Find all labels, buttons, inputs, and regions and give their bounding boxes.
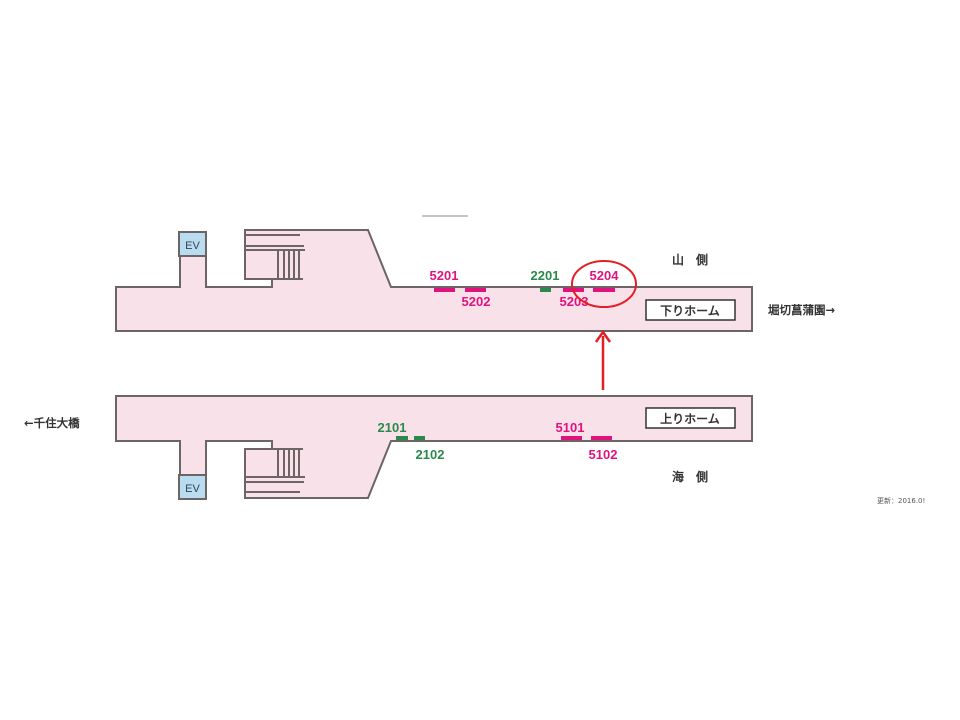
platform-name-box-bottom bbox=[645, 407, 736, 429]
car-marker-2101 bbox=[396, 436, 408, 440]
car-label-5204: 5204 bbox=[590, 268, 620, 283]
car-label-2201: 2201 bbox=[531, 268, 560, 283]
updated-label: 更新：2016.0! bbox=[877, 496, 925, 505]
car-marker-5202 bbox=[465, 288, 486, 292]
direction-label-left: ←千住大橋 bbox=[24, 416, 80, 430]
car-marker-2201 bbox=[540, 288, 551, 292]
car-label-5202: 5202 bbox=[462, 294, 491, 309]
up-arrow-icon bbox=[594, 329, 612, 390]
ev-label-top: EV bbox=[185, 240, 200, 252]
ev-box-bottom bbox=[178, 474, 207, 500]
car-marker-5201 bbox=[434, 288, 455, 292]
direction-label-right: 堀切菖蒲園→ bbox=[768, 303, 835, 317]
car-marker-2102 bbox=[414, 436, 425, 440]
bottom-platform: EV 上りホーム 2101 2102 5101 5102 海 側 ←千住大橋 bbox=[24, 395, 753, 500]
highlight-circle bbox=[571, 260, 637, 308]
car-marker-5101 bbox=[561, 436, 582, 440]
car-label-2102: 2102 bbox=[416, 447, 445, 462]
car-label-5203: 5203 bbox=[560, 294, 589, 309]
car-label-5201: 5201 bbox=[430, 268, 459, 283]
car-label-2101: 2101 bbox=[378, 420, 407, 435]
side-label-mountain: 山 側 bbox=[672, 252, 708, 267]
platform-name-box-top bbox=[645, 299, 736, 321]
stairs-icon-bottom bbox=[245, 448, 305, 493]
platform-name-bottom: 上りホーム bbox=[660, 411, 720, 426]
side-label-sea: 海 側 bbox=[672, 469, 708, 484]
car-marker-5102 bbox=[591, 436, 612, 440]
stairs-icon-top bbox=[245, 234, 305, 280]
ev-box-top bbox=[178, 231, 207, 257]
car-marker-5204 bbox=[593, 288, 615, 292]
car-label-5102: 5102 bbox=[589, 447, 618, 462]
top-platform: EV 下りホーム 5201 5202 2201 5203 5204 bbox=[115, 229, 835, 332]
ev-label-bottom: EV bbox=[185, 483, 200, 495]
platform-name-top: 下りホーム bbox=[660, 304, 720, 318]
car-label-5101: 5101 bbox=[556, 420, 585, 435]
